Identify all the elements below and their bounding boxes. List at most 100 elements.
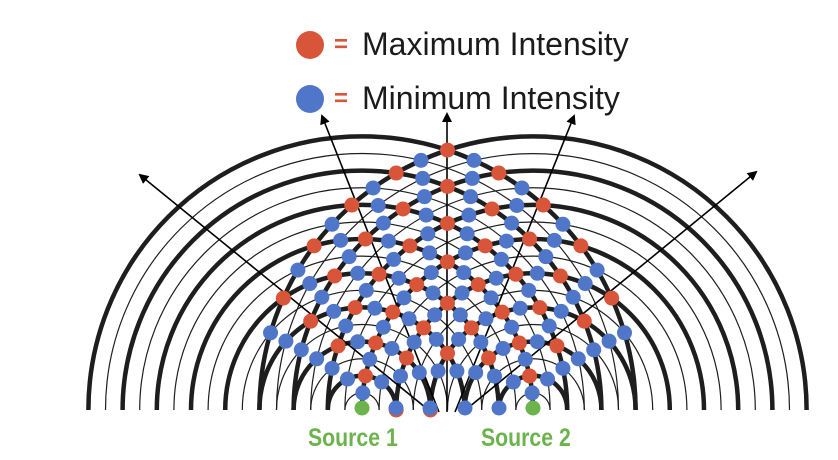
source-1-trough-arc	[207, 255, 517, 411]
maximum-intensity-dot	[484, 201, 500, 217]
minimum-intensity-dot	[538, 249, 554, 265]
minimum-intensity-dot	[406, 334, 422, 350]
maximum-intensity-dot	[402, 238, 418, 254]
maximum-intensity-dot	[508, 266, 524, 282]
minimum-intensity-dot	[493, 251, 509, 267]
minimum-intensity-dot	[293, 342, 309, 358]
legend-equals: =	[334, 30, 349, 58]
source-2-trough-arc	[378, 255, 688, 411]
source-2-dot	[525, 400, 541, 416]
minimum-intensity-dot	[463, 189, 479, 205]
maximum-intensity-dot	[388, 165, 404, 181]
minimum-dot-icon	[296, 84, 324, 113]
minimum-intensity-dot	[423, 265, 439, 281]
minimum-intensity-dot	[422, 245, 438, 261]
maximum-intensity-dot	[522, 231, 538, 247]
minimum-intensity-dot	[355, 385, 371, 401]
minimum-intensity-dot	[457, 400, 473, 416]
minimum-intensity-dot	[524, 385, 540, 401]
minimum-intensity-dot	[278, 333, 294, 349]
minimum-intensity-dot	[451, 331, 467, 347]
minimum-intensity-dot	[358, 282, 374, 298]
minimum-intensity-dot	[375, 319, 391, 335]
minimum-intensity-dot	[326, 303, 342, 319]
minimum-intensity-dot	[396, 290, 412, 306]
legend-equals: =	[334, 84, 349, 112]
minimum-intensity-dot	[512, 300, 528, 316]
minimum-intensity-dot	[468, 365, 484, 381]
minimum-intensity-dot	[488, 270, 504, 286]
maximum-intensity-dot	[477, 238, 493, 254]
minimum-intensity-dot	[553, 303, 569, 319]
minimum-intensity-dot	[350, 334, 366, 350]
minimum-intensity-dot	[541, 318, 557, 334]
maximum-intensity-dot	[522, 368, 538, 384]
legend-maximum: = Maximum Intensity	[296, 26, 629, 63]
minimum-intensity-dot	[338, 318, 354, 334]
minimum-intensity-dot	[381, 233, 397, 249]
maximum-intensity-dot	[327, 268, 343, 284]
maximum-intensity-dot	[549, 338, 565, 354]
minimum-intensity-dot	[577, 276, 593, 292]
source-2-crest-arc	[325, 202, 741, 411]
maximum-intensity-dot	[440, 345, 455, 361]
minimum-intensity-dot	[514, 180, 530, 196]
minimum-intensity-dot	[457, 245, 473, 261]
source-1-dot	[354, 400, 370, 416]
minimum-intensity-dot	[504, 319, 520, 335]
minimum-intensity-dot	[422, 400, 438, 416]
minimum-intensity-dot	[570, 351, 586, 367]
maximum-intensity-dot	[573, 238, 589, 254]
maximum-intensity-dot	[535, 197, 551, 213]
minimum-intensity-dot	[365, 180, 381, 196]
minimum-intensity-dot	[375, 215, 391, 231]
minimum-intensity-dot	[290, 262, 306, 278]
minimum-intensity-dot	[546, 232, 562, 248]
maximum-intensity-dot	[494, 304, 510, 320]
minimum-intensity-dot	[430, 363, 446, 379]
minimum-intensity-dot	[461, 207, 477, 223]
minimum-intensity-dot	[384, 340, 400, 356]
antinodal-direction-arrow	[454, 114, 576, 413]
minimum-intensity-dot	[491, 400, 507, 416]
minimum-intensity-dot	[367, 300, 383, 316]
maximum-intensity-dot	[385, 304, 401, 320]
minimum-intensity-dot	[388, 400, 404, 416]
minimum-intensity-dot	[420, 226, 436, 242]
maximum-intensity-dot	[357, 368, 373, 384]
minimum-intensity-dot	[449, 363, 465, 379]
maximum-intensity-dot	[491, 165, 507, 181]
minimum-intensity-dot	[555, 216, 571, 232]
minimum-intensity-dot	[452, 307, 468, 323]
minimum-intensity-dot	[521, 282, 537, 298]
source-2-crest-arc	[257, 134, 809, 411]
minimum-intensity-dot	[555, 360, 571, 376]
maximum-intensity-dot	[275, 290, 291, 306]
minimum-intensity-dot	[401, 311, 417, 327]
minimum-intensity-dot	[309, 351, 325, 367]
legend-minimum-label: Minimum Intensity	[362, 80, 620, 116]
maximum-intensity-dot	[395, 201, 411, 217]
maximum-intensity-dot	[463, 320, 479, 336]
minimum-intensity-dot	[495, 340, 511, 356]
maximum-intensity-dot	[330, 338, 346, 354]
maximum-intensity-dot	[344, 197, 360, 213]
minimum-intensity-dot	[589, 262, 605, 278]
minimum-intensity-dot	[427, 307, 443, 323]
minimum-intensity-dot	[456, 265, 472, 281]
minimum-intensity-dot	[466, 152, 482, 168]
minimum-intensity-dot	[529, 334, 545, 350]
minimum-intensity-dot	[391, 270, 407, 286]
maximum-intensity-dot	[604, 290, 620, 306]
maximum-intensity-dot	[511, 335, 527, 351]
minimum-intensity-dot	[339, 371, 355, 387]
minimum-intensity-dot	[459, 226, 475, 242]
minimum-intensity-dot	[540, 371, 556, 387]
minimum-intensity-dot	[483, 290, 499, 306]
minimum-intensity-dot	[341, 249, 357, 265]
source-2-trough-arc	[481, 358, 585, 411]
minimum-intensity-dot	[362, 351, 378, 367]
maximum-intensity-dot	[409, 277, 425, 293]
minimum-intensity-dot	[324, 216, 340, 232]
